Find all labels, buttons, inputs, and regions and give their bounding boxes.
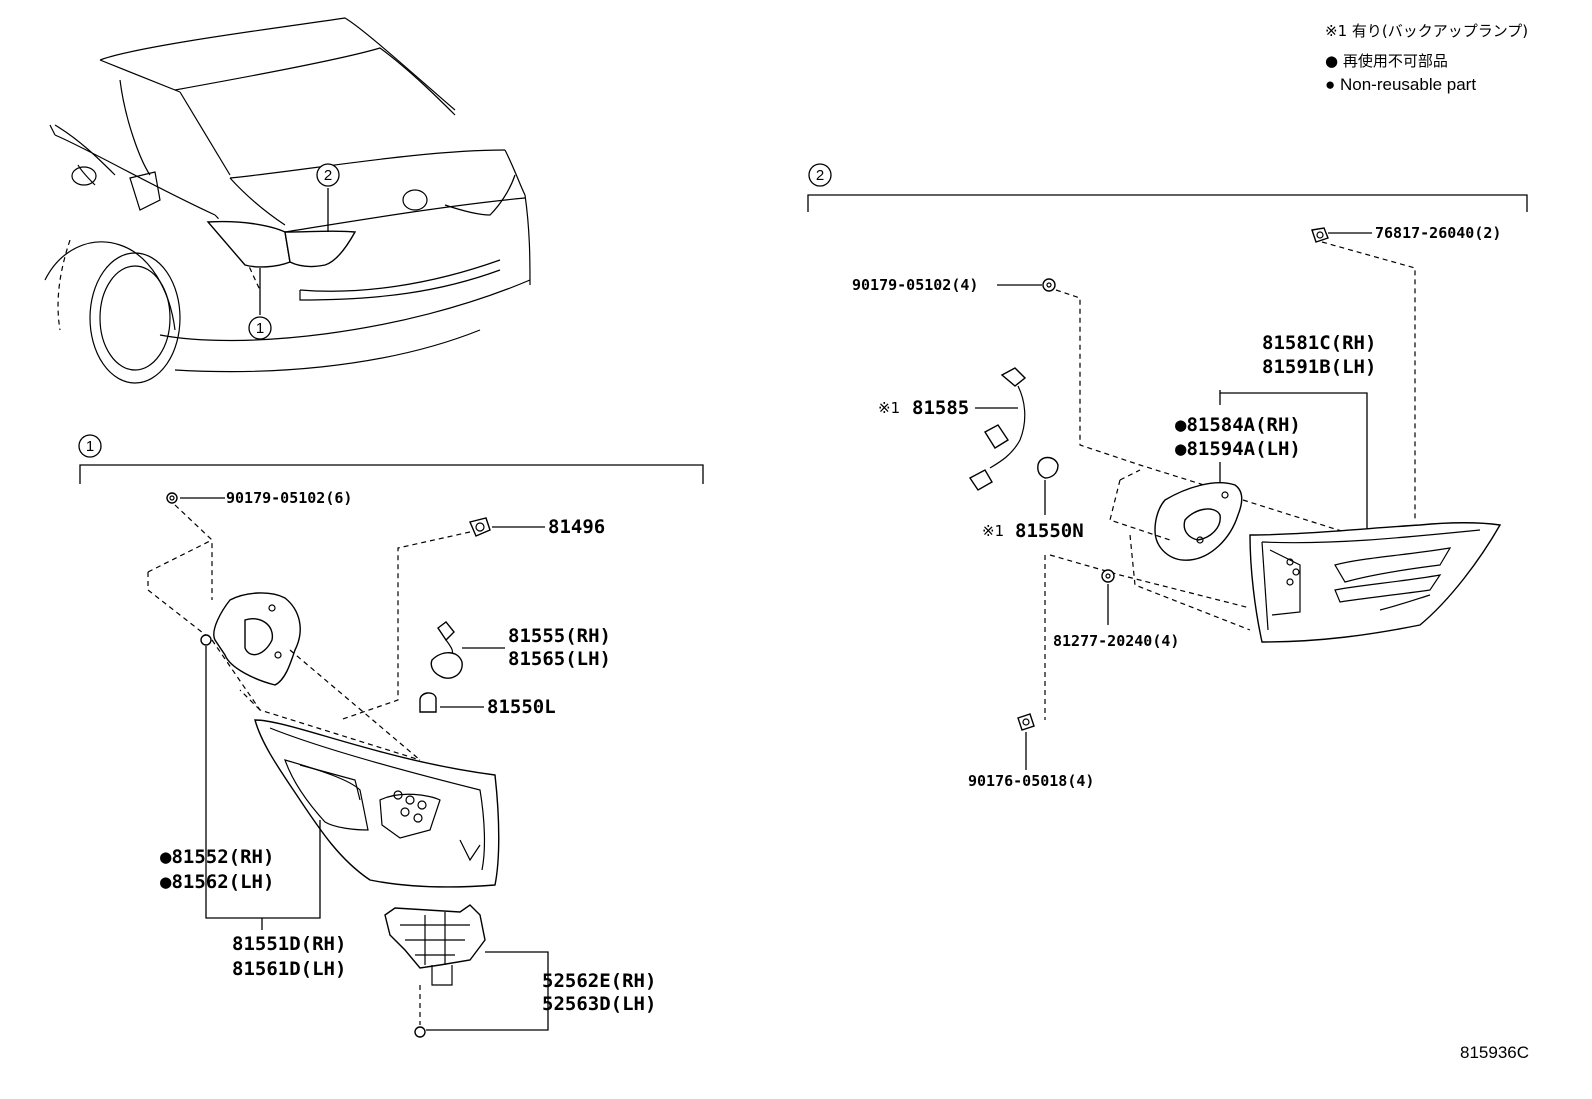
- clip-icon: [1311, 227, 1329, 243]
- screw-icon: [1042, 278, 1056, 292]
- label-81552-rh: ●81552(RH): [160, 846, 274, 868]
- group-2: 2 76817-26040(2) 90179-05102(4) 81581C(R…: [807, 163, 1528, 790]
- label-81550n-prefix: ※1: [982, 522, 1004, 540]
- callout-2-group: [808, 163, 832, 187]
- label-52562e-rh: 52562E(RH): [542, 970, 656, 992]
- nut-icon: [1101, 569, 1115, 583]
- legend-note-backup-lamp: ※1 有り(バックアップランプ): [1325, 22, 1528, 40]
- label-81594a-lh: ●81594A(LH): [1175, 438, 1301, 460]
- label-81550n: 81550N: [1015, 520, 1084, 542]
- clip-icon: [469, 517, 491, 537]
- callout-1-group: [78, 434, 102, 458]
- wire-harness-icon: [968, 367, 1027, 491]
- legend-non-reusable-en: ● Non-reusable part: [1325, 75, 1476, 94]
- screw-icon: [414, 1026, 426, 1038]
- car-rear-illustration: 2 1: [44, 17, 531, 384]
- tail-lamp-group2: [1249, 522, 1502, 643]
- legend-non-reusable-jp: ● 再使用不可部品: [1325, 52, 1448, 70]
- group-2-bracket: [807, 194, 1528, 212]
- tail-lamp-group1: [254, 719, 500, 888]
- label-90179-05102-6: 90179-05102(6): [226, 489, 352, 507]
- label-81550l: 81550L: [487, 696, 556, 718]
- label-81555-rh: 81555(RH): [508, 625, 611, 647]
- svg-text:1: 1: [86, 438, 94, 455]
- gasket-hole-icon: [200, 634, 212, 646]
- diagram-id: 815936C: [1460, 1043, 1529, 1062]
- label-52563d-lh: 52563D(LH): [542, 993, 656, 1015]
- bracket-icon: [384, 904, 486, 986]
- label-81565-lh: 81565(LH): [508, 648, 611, 670]
- bulb-icon: [1037, 456, 1059, 479]
- label-81581c-rh: 81581C(RH): [1262, 332, 1376, 354]
- svg-text:2: 2: [324, 167, 332, 184]
- screw-icon: [1017, 713, 1035, 731]
- label-81551d-rh: 81551D(RH): [232, 933, 346, 955]
- bulb-icon: [419, 692, 437, 713]
- label-90176-05018-4: 90176-05018(4): [968, 772, 1094, 790]
- legend: ※1 有り(バックアップランプ) ● 再使用不可部品 ● Non-reusabl…: [1325, 22, 1528, 94]
- label-81584a-rh: ●81584A(RH): [1175, 414, 1301, 436]
- label-81585-prefix: ※1: [878, 399, 900, 417]
- svg-text:1: 1: [256, 320, 264, 337]
- callout-2-car: [316, 163, 340, 187]
- label-90179-05102-4: 90179-05102(4): [852, 276, 978, 294]
- callout-1-car: [248, 316, 272, 340]
- svg-text:2: 2: [816, 167, 824, 184]
- group-1: 1 90179-05102(6) 81496: [78, 434, 704, 1038]
- label-76817-26040-2: 76817-26040(2): [1375, 224, 1501, 242]
- label-81496: 81496: [548, 516, 605, 538]
- label-81585: 81585: [912, 397, 969, 419]
- group-1-bracket: [79, 464, 704, 484]
- socket-icon: [430, 621, 463, 679]
- label-81591b-lh: 81591B(LH): [1262, 356, 1376, 378]
- label-81277-20240-4: 81277-20240(4): [1053, 632, 1179, 650]
- screw-icon: [166, 492, 178, 504]
- label-81561d-lh: 81561D(LH): [232, 958, 346, 980]
- label-81562-lh: ●81562(LH): [160, 871, 274, 893]
